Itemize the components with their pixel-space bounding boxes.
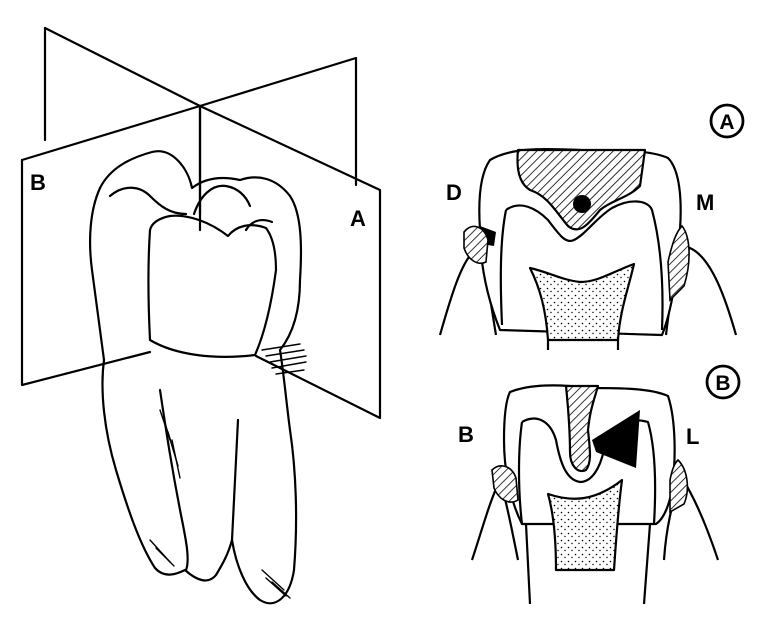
molar-cusp-ridge-2 xyxy=(192,184,252,216)
section-b-dentin-left xyxy=(517,421,524,525)
section-a-pulp xyxy=(528,262,636,342)
section-b-gum-hatch-left xyxy=(491,465,519,503)
section-a-badge: A xyxy=(709,103,745,139)
molar-root-middle xyxy=(183,538,234,582)
section-b-right-label: L xyxy=(686,424,699,449)
section-a-dentin-left xyxy=(499,209,508,326)
molar-crown-back xyxy=(98,150,303,352)
section-a-gum-hatch-right xyxy=(667,224,690,302)
section-b-gum-hatch-right xyxy=(669,458,689,514)
section-a-caries-dot xyxy=(573,195,591,213)
plane-a-front xyxy=(198,104,382,420)
section-b-badge-label: B xyxy=(715,372,730,395)
section-b-dentin xyxy=(521,417,657,525)
molar-root-left xyxy=(101,358,187,576)
root-furcation xyxy=(158,388,189,572)
section-a-left-label: D xyxy=(446,180,462,205)
section-b-badge: B xyxy=(705,364,741,400)
section-a-gum-hatch-left xyxy=(463,225,489,264)
section-b-root-right xyxy=(642,523,652,605)
plane-b-label: B xyxy=(30,170,46,195)
molar-shading xyxy=(149,343,307,599)
plane-a-label: A xyxy=(350,206,366,231)
section-a-occlusal-lesion xyxy=(516,148,647,231)
section-b-pulp xyxy=(546,478,624,572)
molar-front-cusp xyxy=(147,214,278,358)
root-groove xyxy=(230,418,240,542)
section-a-badge-label: A xyxy=(719,111,734,134)
section-a: A D M xyxy=(438,103,745,350)
section-b: B B L xyxy=(458,364,741,605)
molar-root-right xyxy=(230,348,298,605)
plane-b-top-back xyxy=(43,26,202,108)
section-b-left-label: B xyxy=(458,422,474,447)
section-a-root xyxy=(546,340,620,350)
section-a-dentin xyxy=(505,200,664,331)
section-b-root-left xyxy=(524,523,532,605)
plane-a-top-back xyxy=(198,56,358,187)
molar-3d-drawing xyxy=(20,26,382,605)
molar-cusp-ridge-3 xyxy=(244,219,274,232)
molar-crown-left xyxy=(88,186,106,362)
section-a-right-label: M xyxy=(696,190,714,215)
section-b-fissure-lesion xyxy=(564,384,600,473)
section-b-lingual-lesion xyxy=(592,410,640,468)
molar-occlusal-ridge xyxy=(108,186,188,216)
plane-b-left-edge xyxy=(20,158,152,387)
